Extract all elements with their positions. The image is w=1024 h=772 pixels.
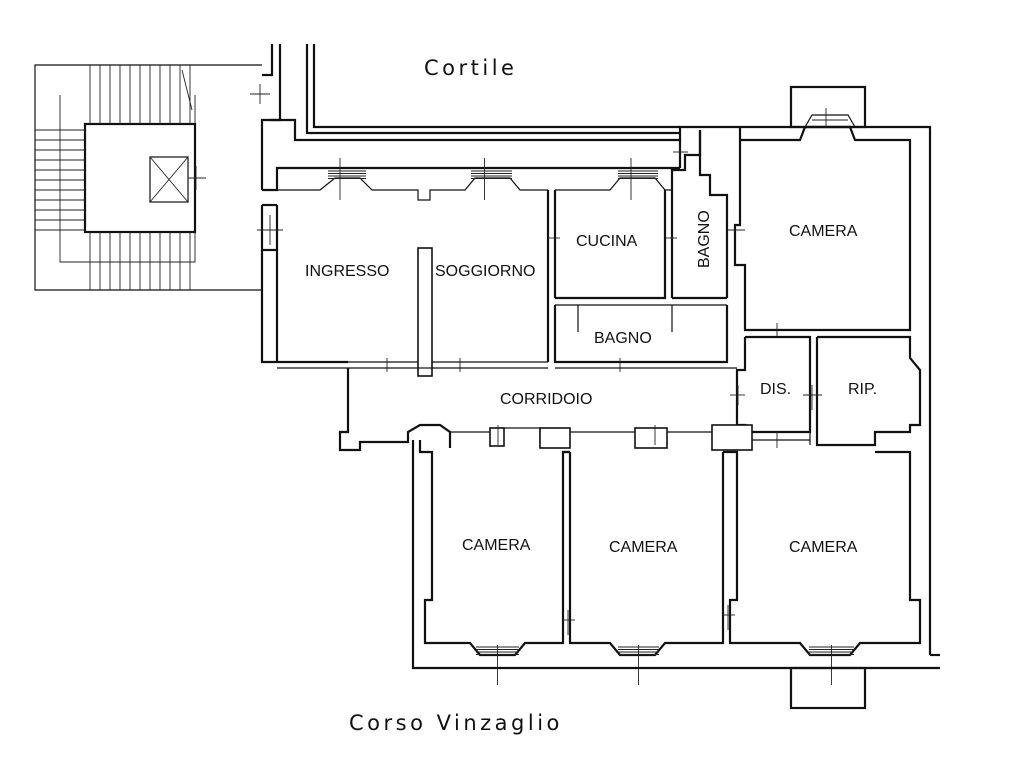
- stair-steps-bottom: [89, 232, 191, 290]
- windows-north: [328, 158, 658, 200]
- street-label: Corso Vinzaglio: [349, 711, 563, 735]
- room-label-dis: DIS.: [760, 381, 791, 398]
- room-label-rip: RIP.: [848, 381, 877, 398]
- room-label-camera-se: CAMERA: [789, 539, 858, 556]
- room-label-bagno-vertical: BAGNO: [696, 210, 713, 268]
- apartment-walls: [257, 85, 940, 710]
- stair-steps-left: [35, 129, 85, 231]
- room-label-soggiorno: SOGGIORNO: [435, 263, 535, 280]
- room-label-camera-ne: CAMERA: [789, 223, 858, 240]
- windows-south: [476, 645, 854, 685]
- room-label-camera-s: CAMERA: [609, 539, 678, 556]
- room-label-bagno: BAGNO: [594, 330, 652, 347]
- room-label-ingresso: INGRESSO: [305, 263, 389, 280]
- stair-steps-top: [89, 65, 193, 124]
- courtyard-label: Cortile: [424, 56, 517, 80]
- room-label-cucina: CUCINA: [576, 233, 638, 250]
- stair-rail: [181, 69, 193, 111]
- staircase: [34, 64, 270, 291]
- room-label-camera-sw: CAMERA: [462, 537, 531, 554]
- room-label-corridoio: CORRIDOIO: [500, 391, 592, 408]
